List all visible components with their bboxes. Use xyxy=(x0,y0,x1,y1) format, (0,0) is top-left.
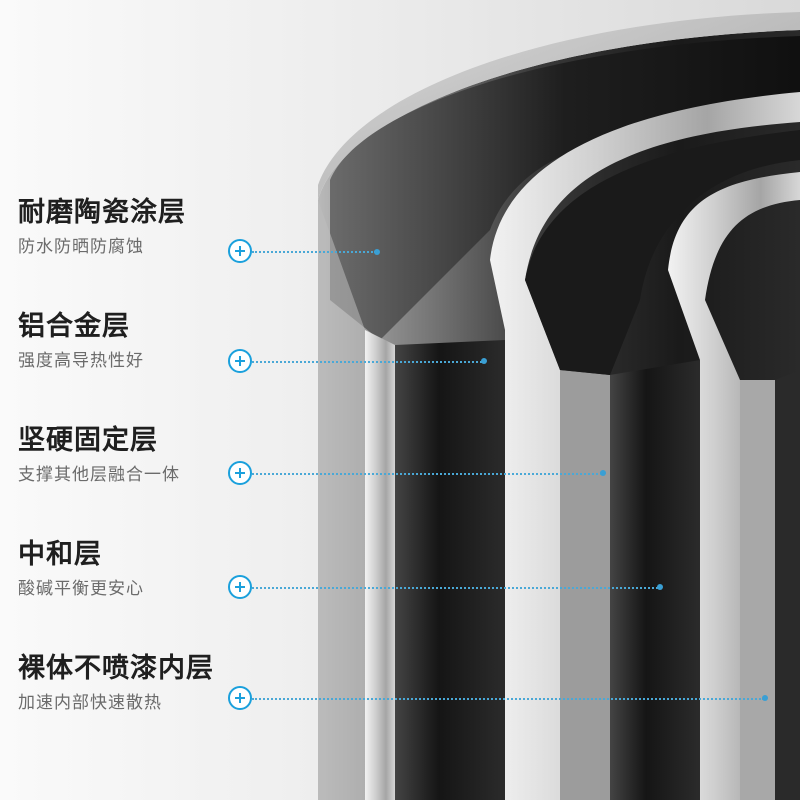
leader-endpoint xyxy=(657,584,663,590)
layer-title: 坚硬固定层 xyxy=(18,425,158,456)
leader-line xyxy=(252,251,376,253)
layer-title: 铝合金层 xyxy=(18,311,130,342)
third-sheet xyxy=(668,172,800,800)
layer-label-fixed: 坚硬固定层 支撑其他层融合一体 xyxy=(18,424,228,486)
leader-line xyxy=(252,473,602,475)
plus-circle-icon[interactable] xyxy=(228,239,252,263)
leader-line xyxy=(252,698,764,700)
outer-edge-highlight xyxy=(318,200,365,800)
layer-title: 耐磨陶瓷涂层 xyxy=(18,197,186,228)
layer-label-neutral: 中和层 酸碱平衡更安心 xyxy=(18,538,228,600)
layer-description: 强度高导热性好 xyxy=(18,351,144,371)
layer-description: 防水防晒防腐蚀 xyxy=(18,237,144,257)
layer-label-aluminum: 铝合金层 强度高导热性好 xyxy=(18,310,228,372)
leader-endpoint xyxy=(762,695,768,701)
coating-rim xyxy=(318,12,800,200)
layer-description: 加速内部快速散热 xyxy=(18,693,162,713)
plus-circle-icon[interactable] xyxy=(228,349,252,373)
layer-title: 中和层 xyxy=(18,539,102,570)
inner-top-dark xyxy=(525,130,800,375)
layer-description: 酸碱平衡更安心 xyxy=(18,579,144,599)
dark-band-1 xyxy=(395,340,505,800)
layer-label-inner: 裸体不喷漆内层 加速内部快速散热 xyxy=(18,652,228,714)
leader-line xyxy=(252,587,658,589)
innermost-dark xyxy=(775,370,800,800)
leader-endpoint xyxy=(481,358,487,364)
layer-description: 支撑其他层融合一体 xyxy=(18,465,180,485)
leader-line xyxy=(252,361,482,363)
third-sheet-edge xyxy=(740,380,775,800)
layer-title: 裸体不喷漆内层 xyxy=(18,653,214,684)
leader-endpoint xyxy=(600,470,606,476)
second-sheet xyxy=(490,92,800,800)
leader-endpoint xyxy=(374,249,380,255)
aluminum-edge xyxy=(365,330,395,800)
plus-circle-icon[interactable] xyxy=(228,575,252,599)
second-sheet-edge xyxy=(560,370,610,800)
dark-band-2 xyxy=(610,360,700,800)
layer-label-ceramic: 耐磨陶瓷涂层 防水防晒防腐蚀 xyxy=(18,196,228,258)
plus-circle-icon[interactable] xyxy=(228,461,252,485)
plus-circle-icon[interactable] xyxy=(228,686,252,710)
